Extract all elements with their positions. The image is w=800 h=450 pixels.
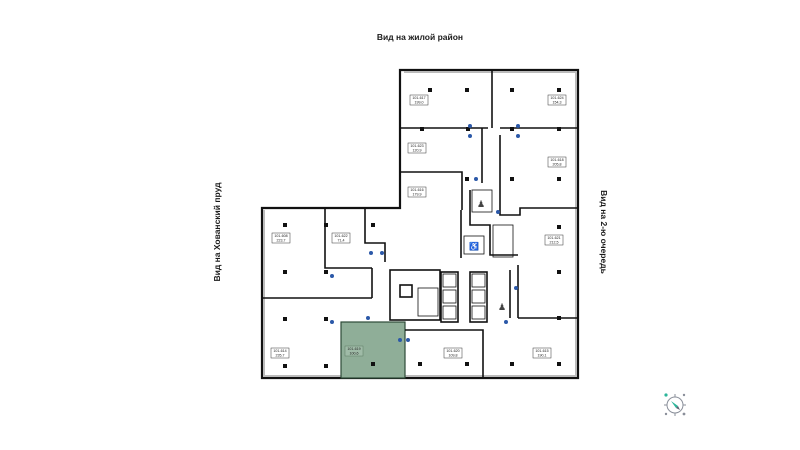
- building-outline: [260, 68, 580, 380]
- svg-text:101-614: 101-614: [273, 349, 286, 353]
- water-riser-icons: [330, 124, 520, 342]
- svg-text:101-624: 101-624: [550, 96, 563, 100]
- person-icon: ♟: [498, 302, 506, 312]
- svg-text:101-608: 101-608: [274, 234, 287, 238]
- svg-text:120,9: 120,9: [413, 149, 422, 153]
- svg-text:101-615: 101-615: [535, 349, 548, 353]
- svg-text:205,8: 205,8: [553, 163, 562, 167]
- compass-icon: [664, 393, 686, 416]
- svg-text:100,6: 100,6: [350, 352, 359, 356]
- svg-text:101-619: 101-619: [347, 347, 360, 351]
- wheelchair-icon: ♿: [469, 241, 479, 251]
- svg-text:199,0: 199,0: [415, 101, 424, 105]
- svg-text:212,5: 212,5: [550, 241, 559, 245]
- columns: [283, 88, 561, 368]
- svg-text:154,3: 154,3: [553, 101, 562, 105]
- svg-text:101-616: 101-616: [410, 188, 423, 192]
- interior-walls: [262, 70, 578, 378]
- svg-text:223,7: 223,7: [277, 239, 286, 243]
- svg-text:109,8: 109,8: [449, 354, 458, 358]
- svg-text:101-623: 101-623: [410, 144, 423, 148]
- svg-text:101-618: 101-618: [550, 158, 563, 162]
- svg-text:101-617: 101-617: [412, 96, 425, 100]
- svg-text:179,9: 179,9: [413, 193, 422, 197]
- svg-text:71,4: 71,4: [338, 239, 345, 243]
- svg-text:235,7: 235,7: [276, 354, 285, 358]
- svg-text:101-622: 101-622: [334, 234, 347, 238]
- svg-text:101-621: 101-621: [547, 236, 560, 240]
- svg-text:101-620: 101-620: [446, 349, 459, 353]
- facade-glazing: [263, 71, 577, 377]
- view-label-top: Вид на жилой район: [376, 32, 464, 42]
- svg-text:190,1: 190,1: [538, 354, 547, 358]
- toilet-icon: ♟: [477, 199, 485, 209]
